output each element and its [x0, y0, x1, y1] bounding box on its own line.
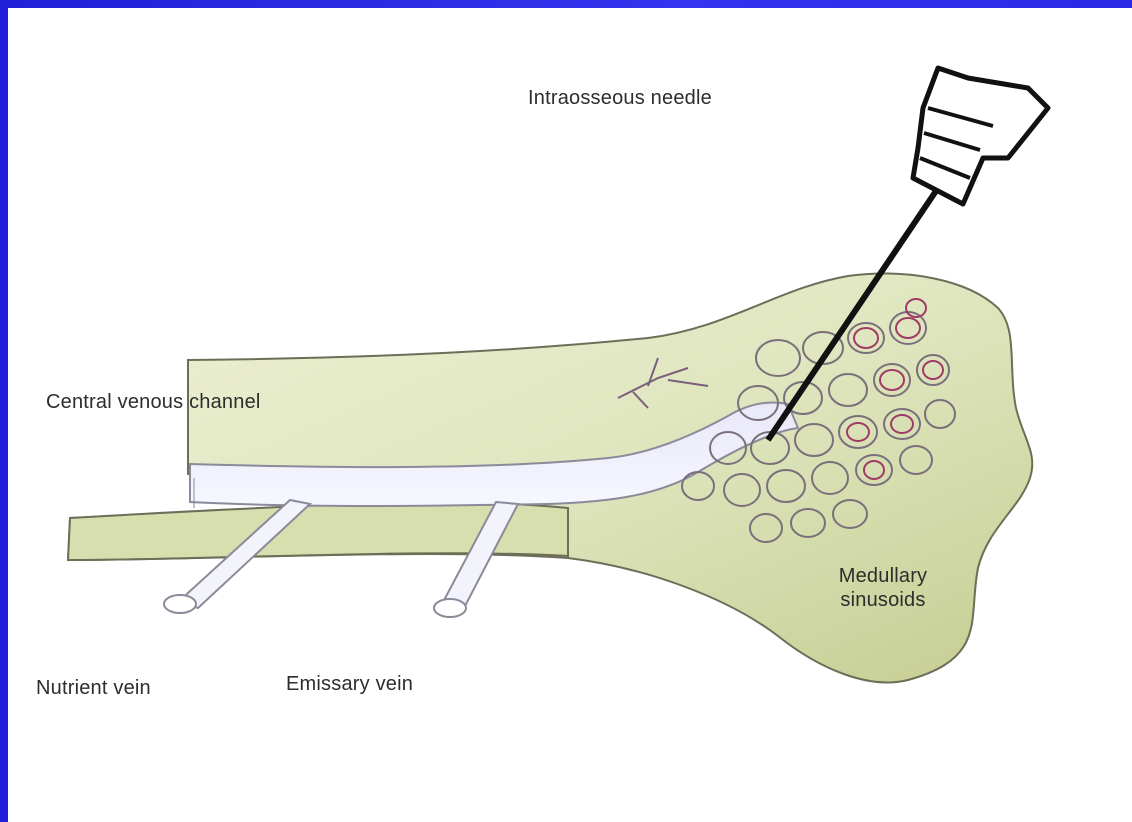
label-nutrient-vein: Nutrient vein — [36, 676, 151, 700]
nutrient-vein-opening — [164, 595, 196, 613]
emissary-vein-opening — [434, 599, 466, 617]
label-intraosseous-needle: Intraosseous needle — [528, 86, 712, 110]
bone-diagram — [8, 8, 1132, 822]
label-emissary-vein: Emissary vein — [286, 672, 413, 696]
label-medullary-sinusoids: Medullary sinusoids — [808, 564, 958, 612]
diagram-panel: Intraosseous needle Central venous chann… — [8, 8, 1132, 822]
label-central-venous-channel: Central venous channel — [46, 390, 276, 414]
